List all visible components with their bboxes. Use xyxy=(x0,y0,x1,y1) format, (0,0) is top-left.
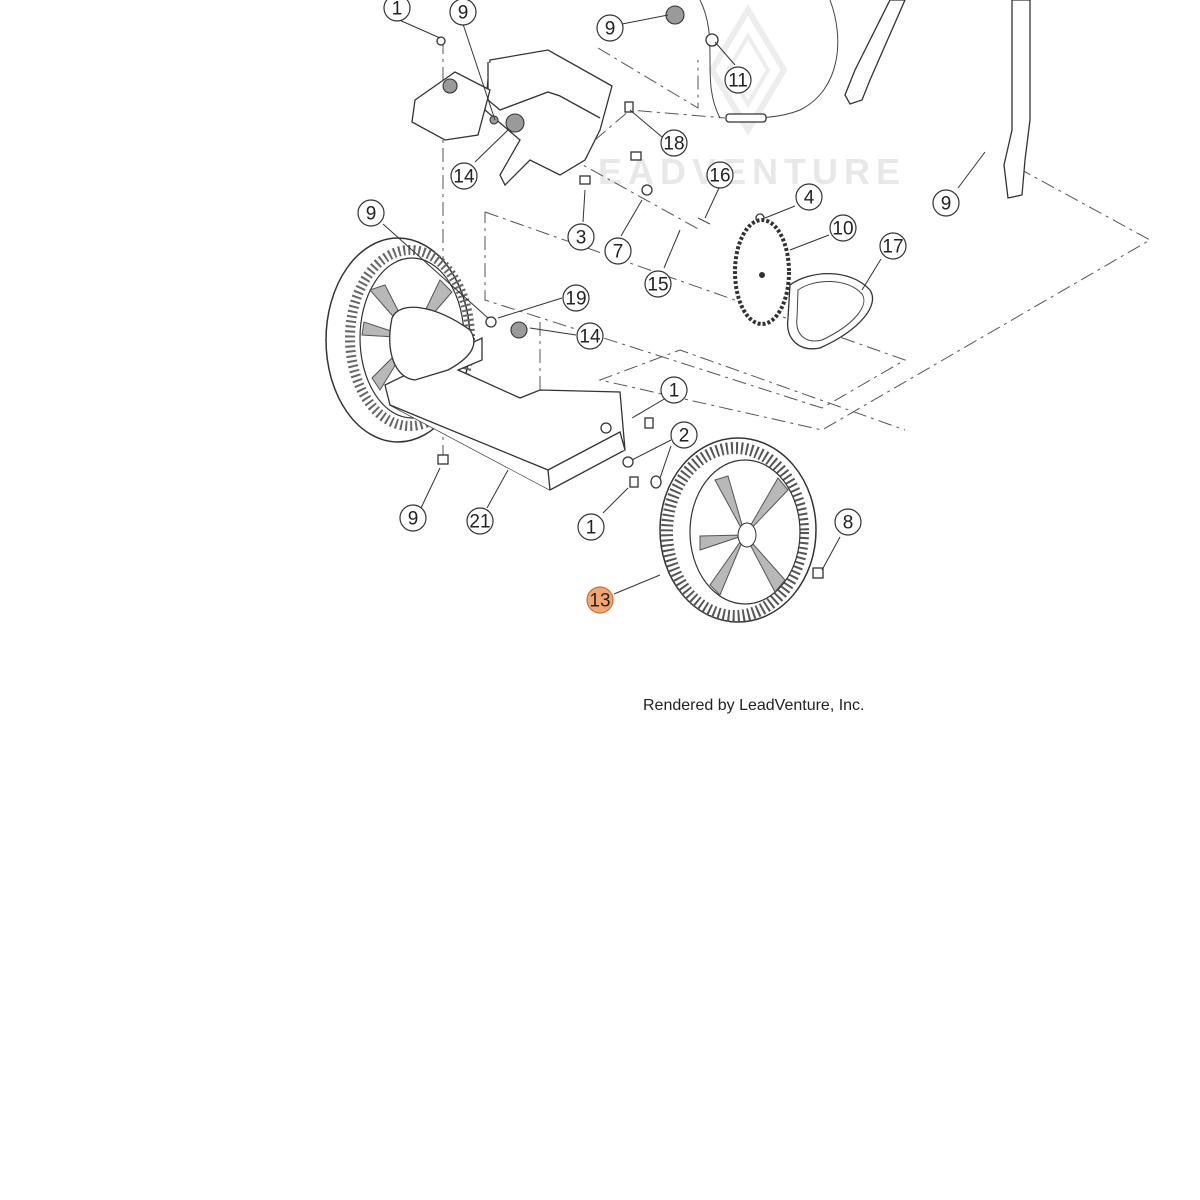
callout-circle xyxy=(399,504,427,532)
callout-circle xyxy=(466,507,494,535)
callout-10[interactable]: 10 xyxy=(829,214,857,242)
callout-15[interactable]: 15 xyxy=(644,270,672,298)
callout-label: 9 xyxy=(408,509,419,530)
callout-1[interactable]: 1 xyxy=(577,513,605,541)
callout-label: 19 xyxy=(565,289,586,310)
callout-19[interactable]: 19 xyxy=(562,284,590,312)
callout-label: 2 xyxy=(679,426,690,447)
leader-lines xyxy=(382,14,986,595)
callout-label: 17 xyxy=(882,237,903,258)
callout-circle xyxy=(562,284,590,312)
callout-circle xyxy=(724,66,752,94)
callout-label: 9 xyxy=(941,194,952,215)
callout-circle xyxy=(586,586,614,614)
callout-label: 14 xyxy=(579,327,601,348)
callout-16[interactable]: 16 xyxy=(706,161,734,189)
callout-label: 18 xyxy=(663,134,684,155)
callout-label: 15 xyxy=(647,275,668,296)
callout-9[interactable]: 9 xyxy=(399,504,427,532)
callout-label: 1 xyxy=(586,518,597,539)
callout-label: 13 xyxy=(589,591,610,612)
callout-9[interactable]: 9 xyxy=(596,14,624,42)
callout-1[interactable]: 1 xyxy=(660,376,688,404)
right-wheel-13 xyxy=(622,417,824,623)
handle-assembly xyxy=(699,0,1031,199)
callout-label: 4 xyxy=(804,188,815,209)
callout-circle xyxy=(932,189,960,217)
callout-18[interactable]: 18 xyxy=(660,129,688,157)
callout-circle xyxy=(660,129,688,157)
callout-circle xyxy=(829,214,857,242)
callout-label: 7 xyxy=(613,242,624,263)
callout-circle xyxy=(644,270,672,298)
callout-7[interactable]: 7 xyxy=(604,237,632,265)
callout-circle xyxy=(604,237,632,265)
callout-9[interactable]: 9 xyxy=(449,0,477,26)
callout-circle xyxy=(670,421,698,449)
callout-label: 3 xyxy=(576,228,587,249)
callout-8[interactable]: 8 xyxy=(834,508,862,536)
callout-14[interactable]: 14 xyxy=(450,162,478,190)
render-credit: Rendered by LeadVenture, Inc. xyxy=(643,697,865,714)
callout-circle xyxy=(596,14,624,42)
callout-3[interactable]: 3 xyxy=(567,223,595,251)
drive-parts xyxy=(641,184,874,350)
callout-label: 8 xyxy=(843,513,854,534)
callout-circle xyxy=(834,508,862,536)
callout-label: 9 xyxy=(458,3,469,24)
callout-circle xyxy=(879,232,907,260)
callout-11[interactable]: 11 xyxy=(724,66,752,94)
upper-bracket xyxy=(411,5,719,187)
callout-circle xyxy=(449,0,477,26)
callout-circle xyxy=(450,162,478,190)
callout-circle xyxy=(567,223,595,251)
callout-1[interactable]: 1 xyxy=(383,0,411,22)
callout-circle xyxy=(577,513,605,541)
callout-9[interactable]: 9 xyxy=(357,199,385,227)
callout-label: 1 xyxy=(669,381,680,402)
callout-label: 16 xyxy=(709,166,730,187)
callout-circle xyxy=(357,199,385,227)
callout-circle xyxy=(576,322,604,350)
callout-circle xyxy=(383,0,411,22)
callout-4[interactable]: 4 xyxy=(795,183,823,211)
callout-label: 11 xyxy=(728,71,748,92)
callout-label: 10 xyxy=(832,219,853,240)
callout-9[interactable]: 9 xyxy=(932,189,960,217)
callout-label: 21 xyxy=(469,512,490,533)
callout-13-highlighted[interactable]: 13 xyxy=(586,586,614,614)
callout-14[interactable]: 14 xyxy=(576,322,604,350)
callout-circle xyxy=(706,161,734,189)
callout-label: 14 xyxy=(453,167,475,188)
callout-label: 9 xyxy=(366,204,377,225)
frame-21 xyxy=(384,306,626,491)
callout-label: 1 xyxy=(392,0,403,20)
callout-21[interactable]: 21 xyxy=(466,507,494,535)
callout-label: 9 xyxy=(605,19,616,40)
callout-circle xyxy=(795,183,823,211)
callout-circle xyxy=(660,376,688,404)
watermark-logo: EADVENTURE xyxy=(598,4,900,192)
callout-2[interactable]: 2 xyxy=(670,421,698,449)
callout-17[interactable]: 17 xyxy=(879,232,907,260)
